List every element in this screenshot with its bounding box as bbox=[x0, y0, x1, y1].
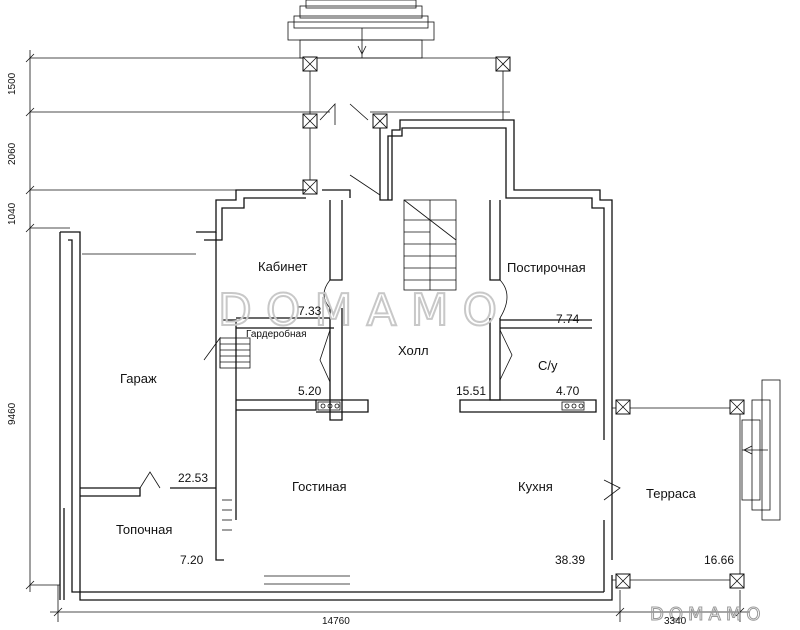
room-label-boiler: Топочная bbox=[116, 522, 172, 537]
room-label-hall: Холл bbox=[398, 343, 429, 358]
dim-2060: 2060 bbox=[7, 142, 18, 165]
room-label-study: Кабинет bbox=[258, 259, 307, 274]
room-area-kitchen: 38.39 bbox=[555, 553, 585, 567]
watermark-corner: DOMAMO bbox=[650, 604, 766, 625]
porch bbox=[302, 56, 511, 195]
room-area-hall: 15.51 bbox=[456, 384, 486, 398]
dim-1500: 1500 bbox=[7, 72, 18, 95]
room-area-study: 7.33 bbox=[298, 304, 322, 318]
dim-3340: 3340 bbox=[664, 616, 687, 627]
interior-walls bbox=[80, 200, 597, 561]
room-area-wardrobe: 5.20 bbox=[298, 384, 322, 398]
watermark: DOMAMO bbox=[218, 285, 511, 336]
room-label-wc: С/у bbox=[538, 358, 558, 373]
room-area-wc: 4.70 bbox=[556, 384, 580, 398]
room-label-kitchen: Кухня bbox=[518, 479, 553, 494]
room-area-laundry: 7.74 bbox=[556, 312, 580, 326]
room-label-laundry: Постирочная bbox=[507, 260, 586, 275]
room-area-garage: 22.53 bbox=[178, 471, 208, 485]
room-label-wardrobe: Гардеробная bbox=[246, 328, 307, 340]
room-label-terrace: Терраса bbox=[646, 486, 697, 501]
windows bbox=[82, 253, 350, 585]
small-stair bbox=[203, 336, 251, 369]
doors bbox=[139, 174, 621, 501]
dim-9460: 9460 bbox=[7, 402, 18, 425]
room-area-terrace: 16.66 bbox=[704, 553, 734, 567]
dim-1040: 1040 bbox=[7, 202, 18, 225]
terrace bbox=[612, 379, 781, 589]
dim-14760: 14760 bbox=[322, 616, 350, 627]
room-label-living: Гостиная bbox=[292, 479, 347, 494]
exterior-walls bbox=[59, 119, 613, 601]
staircase bbox=[403, 199, 457, 291]
room-area-boiler: 7.20 bbox=[180, 553, 204, 567]
porch-steps bbox=[287, 0, 435, 59]
room-label-garage: Гараж bbox=[120, 371, 157, 386]
kitchen-appliances bbox=[317, 401, 585, 411]
